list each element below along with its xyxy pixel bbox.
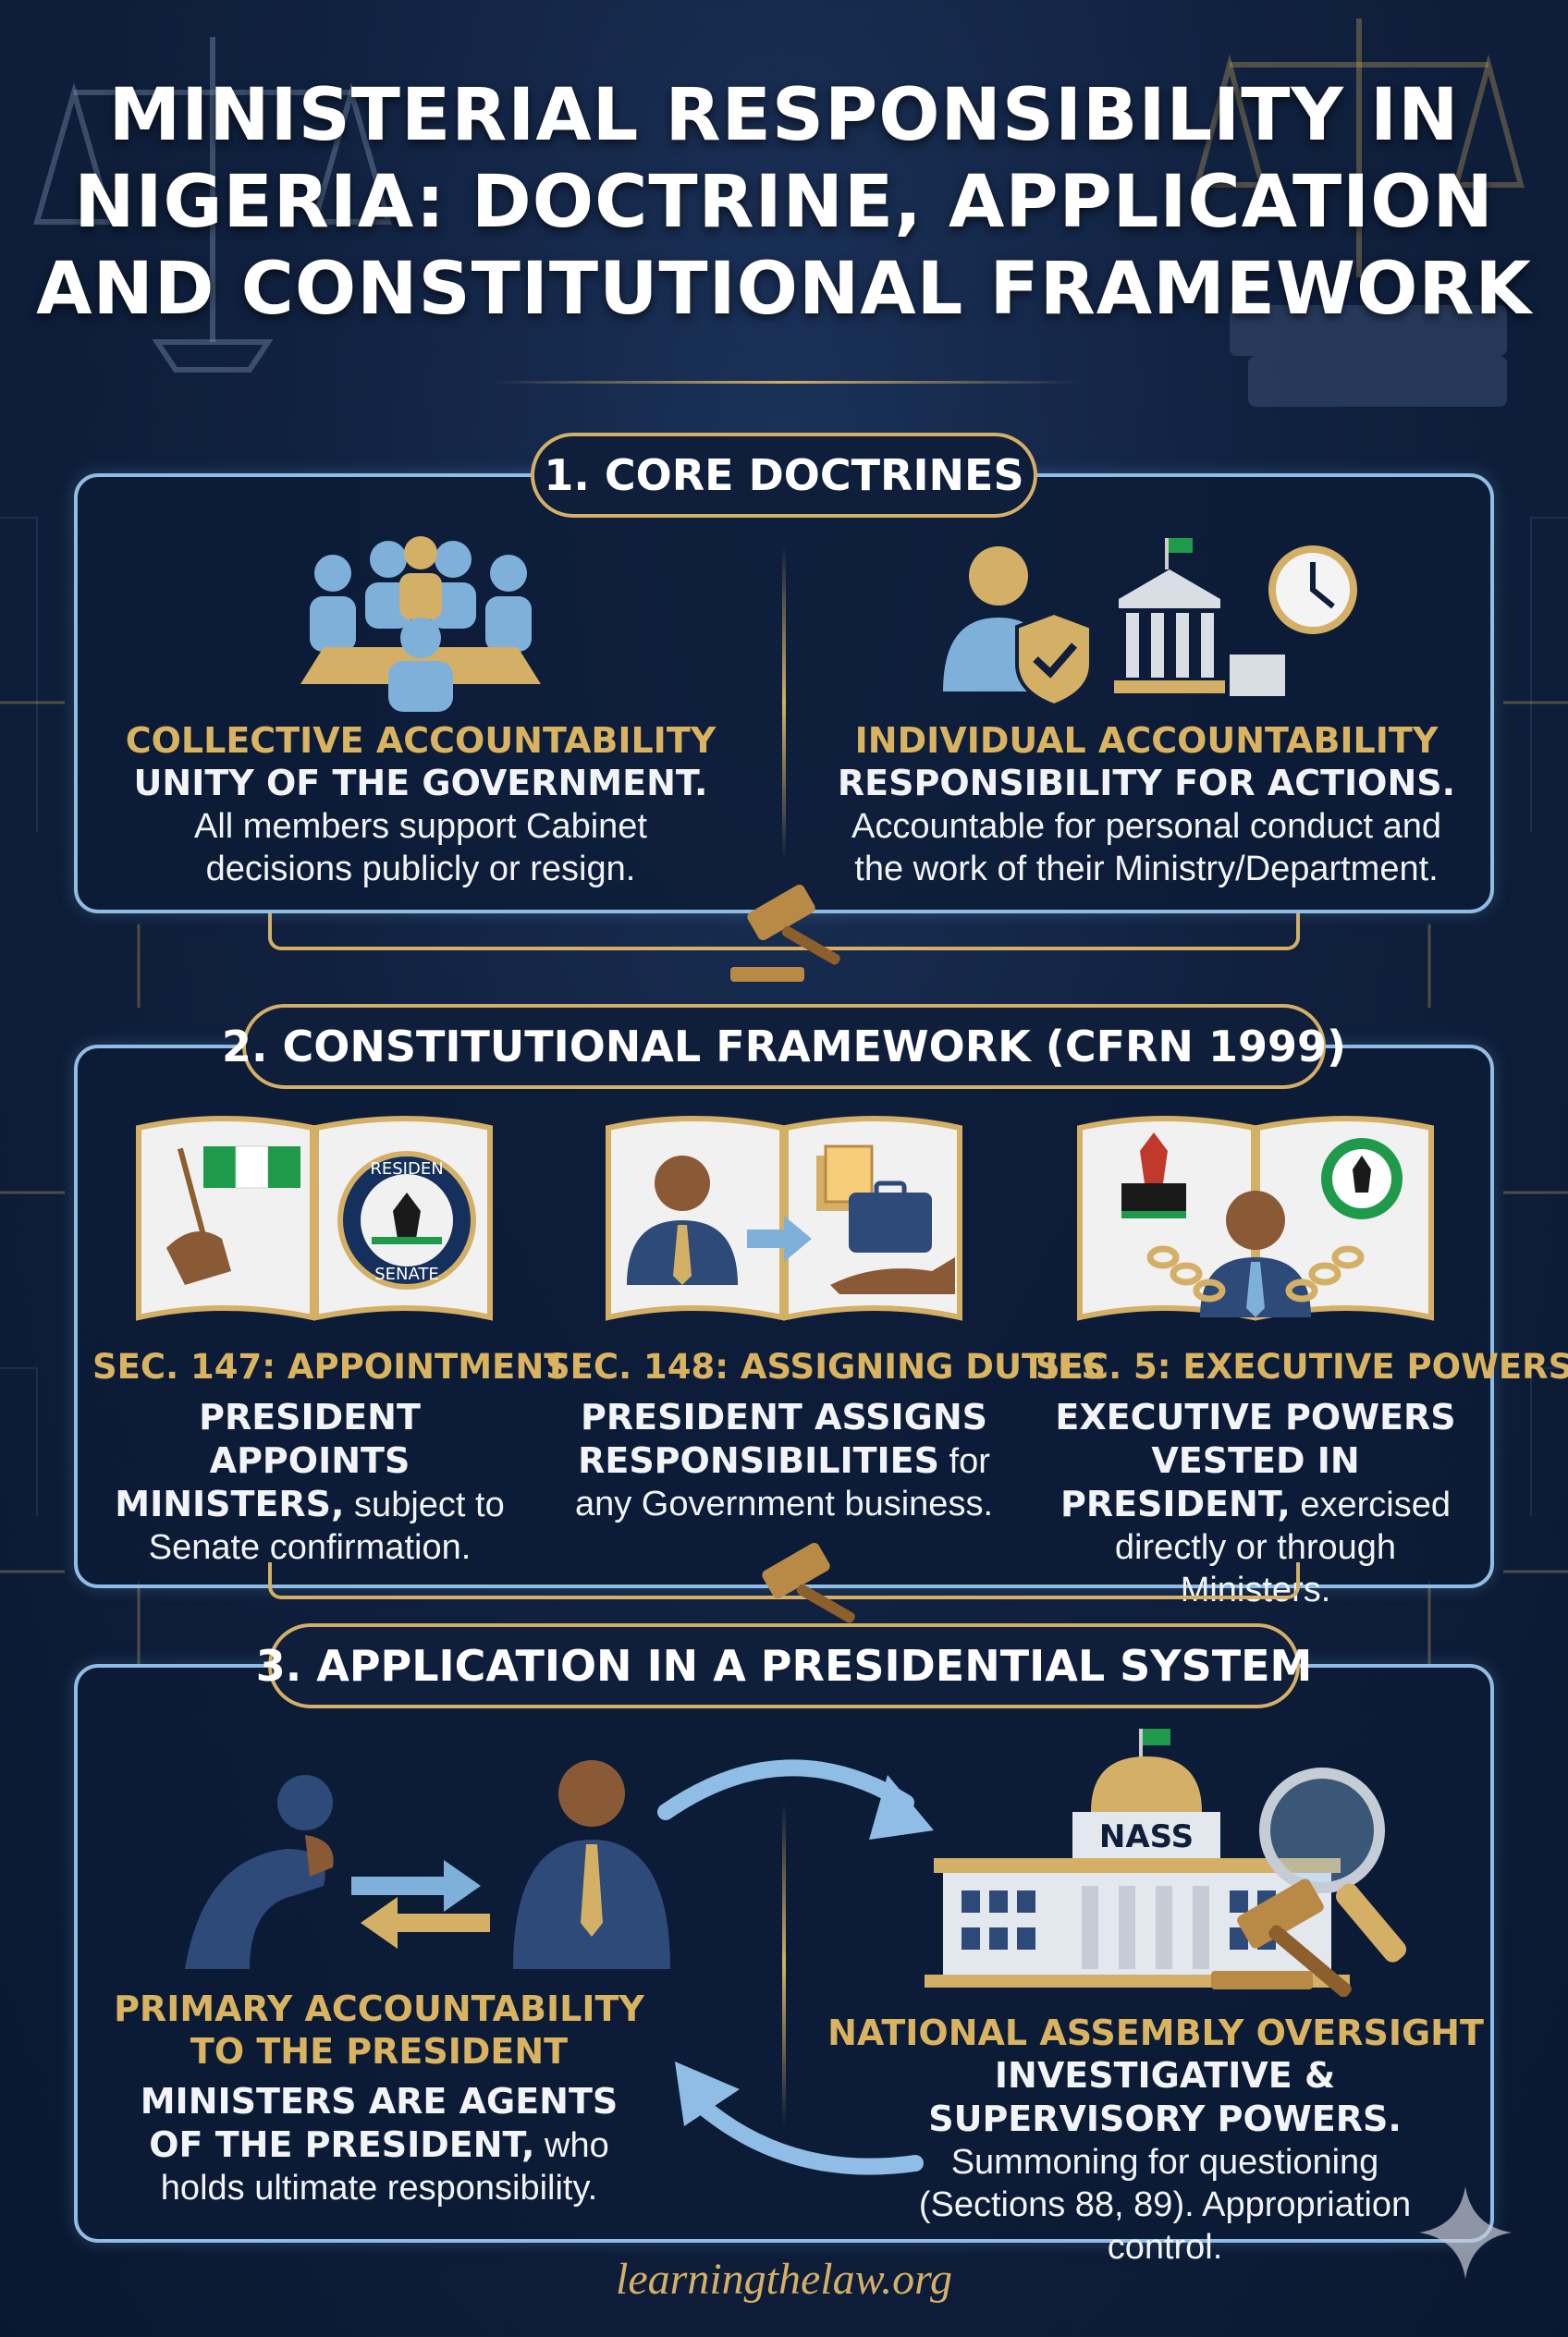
primary-accountability-heading-line2: TO THE PRESIDENT bbox=[190, 2031, 569, 2072]
collective-accountability-heading: COLLECTIVE ACCOUNTABILITY bbox=[125, 720, 717, 761]
executive-powers-book-icon bbox=[1077, 1116, 1434, 1321]
nass-oversight-bold: INVESTIGATIVE & SUPERVISORY POWERS. bbox=[928, 2055, 1402, 2139]
sec-148-bold: PRESIDENT ASSIGNS RESPONSIBILITIES bbox=[578, 1397, 987, 1481]
section-1-title: 1. CORE DOCTRINES bbox=[531, 433, 1037, 518]
collective-accountability-desc: All members support Cabinet decisions pu… bbox=[194, 807, 647, 888]
title-line-2: NIGERIA: DOCTRINE, APPLICATION bbox=[74, 161, 1494, 244]
primary-accountability-text: MINISTERS ARE AGENTS OF THE PRESIDENT, w… bbox=[129, 2080, 629, 2209]
section-2-title: 2. CONSTITUTIONAL FRAMEWORK (CFRN 1999) bbox=[222, 1004, 1346, 1089]
primary-accountability-heading: PRIMARY ACCOUNTABILITY TO THE PRESIDENT bbox=[102, 1988, 656, 2073]
title-line-1: MINISTERIAL RESPONSIBILITY IN bbox=[108, 74, 1460, 157]
page-title: MINISTERIAL RESPONSIBILITY IN NIGERIA: D… bbox=[0, 72, 1568, 333]
title-divider bbox=[490, 381, 1082, 384]
sec-147-desc: subject to Senate confirmation. bbox=[148, 1486, 505, 1567]
connector-1-2 bbox=[268, 913, 1300, 950]
connector-2-3 bbox=[268, 1562, 1300, 1599]
primary-accountability-bold: MINISTERS ARE AGENTS OF THE PRESIDENT, bbox=[140, 2081, 619, 2165]
flow-arrows-icon bbox=[657, 1759, 934, 2175]
section-1-divider bbox=[782, 545, 786, 860]
gavel-icon bbox=[730, 884, 840, 982]
sec-148-desc: for any Government business. bbox=[574, 1442, 993, 1523]
individual-accountability-desc: Accountable for personal conduct and the… bbox=[851, 807, 1441, 888]
sparkle-icon bbox=[1419, 2186, 1512, 2279]
sec-5-text: EXECUTIVE POWERS VESTED IN PRESIDENT, ex… bbox=[1054, 1396, 1457, 1611]
nass-oversight-heading: NATIONAL ASSEMBLY OVERSIGHT bbox=[827, 2013, 1484, 2053]
individual-accountability-icon bbox=[943, 538, 1357, 708]
collective-accountability-text: UNITY OF THE GOVERNMENT. All members sup… bbox=[102, 762, 740, 890]
sec-147-heading: SEC. 147: APPOINTMENT bbox=[92, 1347, 568, 1387]
minister-and-president-icon bbox=[185, 1760, 670, 1969]
seal-bottom-text: SENATE bbox=[374, 1265, 439, 1284]
sec-147-text: PRESIDENT APPOINTS MINISTERS, subject to… bbox=[102, 1396, 518, 1569]
primary-accountability-desc: who holds ultimate responsibility. bbox=[160, 2126, 609, 2208]
footer-site-link[interactable]: learningthelaw.org bbox=[616, 2255, 952, 2304]
section-3-title: 3. APPLICATION IN A PRESIDENTIAL SYSTEM bbox=[256, 1623, 1312, 1708]
sec-147-bold: PRESIDENT APPOINTS MINISTERS, bbox=[115, 1397, 421, 1524]
assigning-duties-book-icon bbox=[606, 1116, 962, 1321]
sec-5-desc: exercised directly or through Ministers. bbox=[1114, 1486, 1452, 1609]
individual-accountability-bold: RESPONSIBILITY FOR ACTIONS. bbox=[837, 763, 1456, 803]
nass-building-icon: NASS bbox=[925, 1729, 1407, 1997]
sec-5-bold: EXECUTIVE POWERS VESTED IN PRESIDENT, bbox=[1055, 1397, 1456, 1524]
sec-148-text: PRESIDENT ASSIGNS RESPONSIBILITIES for a… bbox=[555, 1396, 1013, 1525]
individual-accountability-text: RESPONSIBILITY FOR ACTIONS. Accountable … bbox=[823, 762, 1470, 890]
section-3-divider bbox=[782, 1803, 786, 2126]
primary-accountability-heading-line1: PRIMARY ACCOUNTABILITY bbox=[114, 1988, 644, 2029]
nass-oversight-desc: Summoning for questioning (Sections 88, … bbox=[918, 2143, 1412, 2267]
title-line-3: AND CONSTITUTIONAL FRAMEWORK bbox=[36, 248, 1532, 331]
appointment-book-icon: RESIDEN SENATE bbox=[136, 1116, 493, 1321]
nass-oversight-text: INVESTIGATIVE & SUPERVISORY POWERS. Summ… bbox=[915, 2054, 1415, 2269]
individual-accountability-heading: INDIVIDUAL ACCOUNTABILITY bbox=[854, 720, 1439, 761]
sec-148-heading: SEC. 148: ASSIGNING DUTIES bbox=[545, 1347, 1106, 1387]
cabinet-meeting-icon bbox=[300, 536, 541, 712]
sec-5-heading: SEC. 5: EXECUTIVE POWERS bbox=[1035, 1347, 1568, 1387]
nass-label: NASS bbox=[1099, 1818, 1194, 1855]
seal-top-text: RESIDEN bbox=[370, 1159, 443, 1179]
collective-accountability-bold: UNITY OF THE GOVERNMENT. bbox=[133, 763, 708, 803]
